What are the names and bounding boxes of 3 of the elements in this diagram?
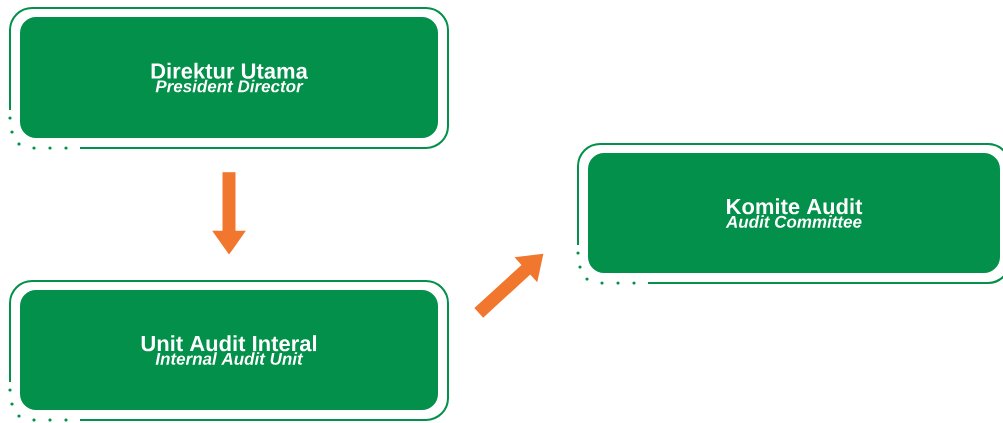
org-box: Direktur Utama President Director xyxy=(8,7,449,150)
org-box: Komite Audit Audit Committee xyxy=(576,143,1003,285)
org-box: Unit Audit Interal Internal Audit Unit xyxy=(8,280,449,422)
